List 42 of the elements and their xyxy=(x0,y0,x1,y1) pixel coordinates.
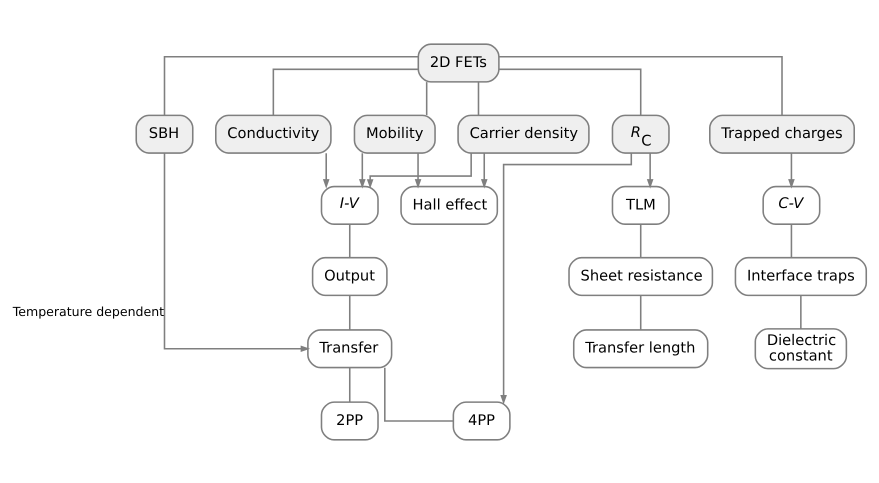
arrow xyxy=(414,152,422,188)
connector xyxy=(478,82,480,115)
node-box: Output xyxy=(312,256,388,296)
connector xyxy=(426,82,428,115)
connector xyxy=(348,295,351,330)
node-box: Carrier density xyxy=(457,114,590,154)
node-box: 2D FETs xyxy=(418,42,500,82)
node-box: Trapped charges xyxy=(709,114,856,154)
node-box: Sheet resistance xyxy=(568,256,714,296)
arrow xyxy=(480,152,488,188)
arrow xyxy=(322,152,330,188)
connector xyxy=(640,224,642,257)
node-box: C-V xyxy=(762,185,820,224)
arrow xyxy=(164,152,310,352)
arrow xyxy=(359,152,366,188)
node-box: SBH xyxy=(135,114,194,154)
connector xyxy=(790,224,792,257)
connector xyxy=(272,68,418,115)
node-box: TLM xyxy=(612,185,670,224)
arrow xyxy=(788,152,795,188)
node-box: Interface traps xyxy=(734,256,868,296)
connector xyxy=(499,68,642,115)
arrow xyxy=(366,152,472,188)
node-box: 2PP xyxy=(320,400,379,440)
connector xyxy=(348,224,351,257)
arrow xyxy=(646,152,654,188)
node-box: Hall effect xyxy=(400,185,498,224)
edge-label: Temperature dependent xyxy=(12,303,164,318)
node-box: Transfer length xyxy=(572,328,708,368)
arrow xyxy=(500,152,632,404)
node-box: Conductivity xyxy=(215,114,332,154)
connector xyxy=(384,367,454,422)
node-box: Dielectric constant xyxy=(754,328,848,369)
connector xyxy=(640,295,642,330)
node-box: I-V xyxy=(320,185,379,224)
connector xyxy=(348,367,351,402)
connector xyxy=(164,55,418,115)
node-box: Mobility xyxy=(354,114,436,154)
node-box: Transfer xyxy=(307,328,392,368)
connector xyxy=(498,55,783,115)
connector xyxy=(800,295,802,328)
node-box: 4PP xyxy=(452,400,511,440)
